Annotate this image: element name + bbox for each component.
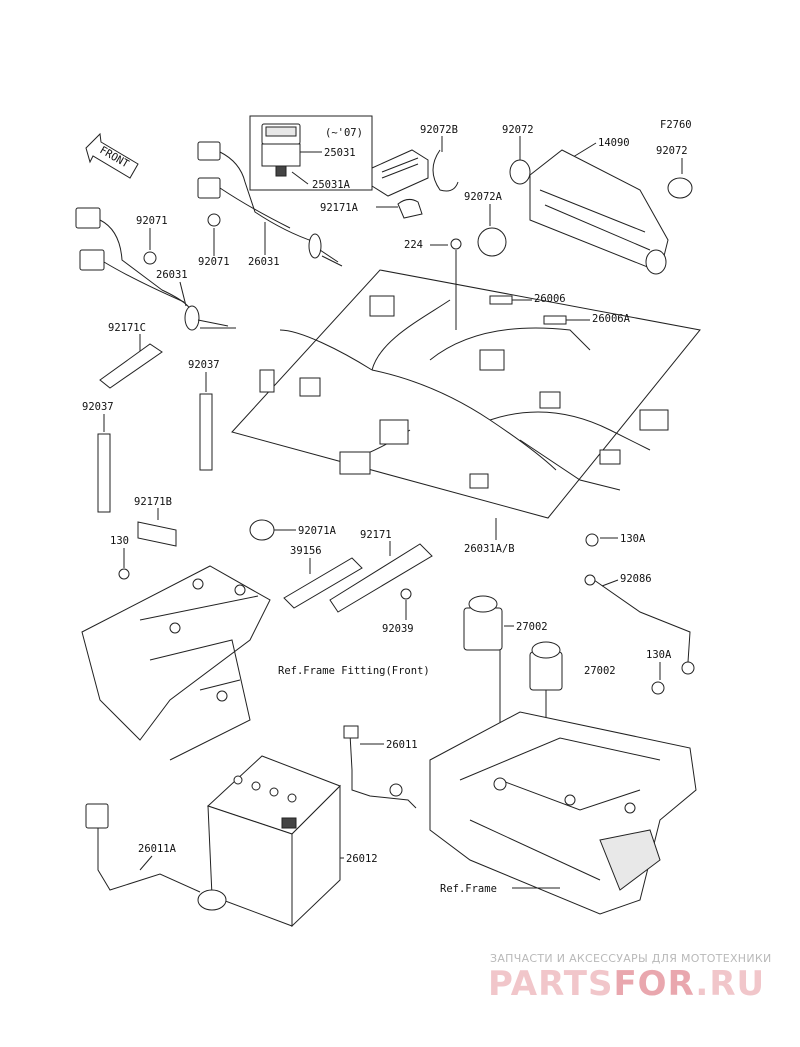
callout-92071-mid: 92071 [198,256,230,268]
callout-92071A: 92071A [298,525,337,537]
tie-92037-mid-part [199,393,213,471]
callout-26011A: 26011A [138,843,177,855]
callout-92072A: 92072A [464,191,503,203]
bracket-92171-part [329,543,433,613]
callout-26031-upper: 26031 [248,256,280,268]
callout-26006A: 26006A [592,313,631,325]
callout-92072B: 92072B [420,124,458,136]
watermark-logo-b: FOR [613,964,696,1004]
main-harness-outline [231,269,701,519]
callout-130A-top: 130A [620,533,646,545]
pad-39156-part [283,557,363,609]
frame-fitting-front-part [81,565,271,761]
callout-27002-left: 27002 [516,621,548,633]
callout-39156: 39156 [290,545,322,557]
bolt-130A-top-part [585,533,599,547]
lead-26011A-part [85,803,227,911]
watermark-logo-a: PARTS [488,964,614,1004]
callout-14090: 14090 [598,137,630,149]
callout-130A-bottom: 130A [646,649,672,661]
callout-92037-mid: 92037 [188,359,220,371]
pin-26006A-part [543,315,567,325]
tie-92037-left-part [97,433,111,513]
callout-92171B: 92171B [134,496,172,508]
callout-92039: 92039 [382,623,414,635]
clamp-92171C-part [99,343,163,389]
relay-92171A-part [371,149,429,219]
ref-frame-fitting-front: Ref.Frame Fitting(Front) [278,665,430,677]
callout-92171: 92171 [360,529,392,541]
band-92072-part [509,159,531,185]
bolt-224-part [450,238,462,250]
front-arrow-icon: FRONT [85,132,139,179]
callout-92171C: 92171C [108,322,146,334]
battery-26012-part [207,755,341,928]
callout-92072-left: 92072 [502,124,534,136]
callout-92071-left: 92071 [136,215,168,227]
callout-92072-right: 92072 [656,145,688,157]
grommet-92071A-part [249,519,275,541]
lead-26011-part [343,725,417,809]
pin-26006-part [489,295,513,305]
clamp-92171B-part [137,521,177,547]
callout-26012: 26012 [346,853,378,865]
watermark-logo-c: .RU [695,964,766,1004]
callout-92171A: 92171A [320,202,359,214]
bolt-130-part [118,568,130,580]
band-92072B-part [432,149,459,192]
callout-92037-left: 92037 [82,401,114,413]
bolt-130A-bottom-part [651,681,665,695]
cover-14090-part [529,149,669,275]
callout-26031-lower: 26031 [156,269,188,281]
callout-25031A: 25031A [312,179,351,191]
harness-26031-upper-part [197,141,343,267]
callout-224: 224 [404,239,423,251]
relay-27002-right-part [529,641,563,691]
callout-26006: 26006 [534,293,566,305]
watermark-logo: PARTSFOR.RU [488,964,765,1004]
callout-25031: 25031 [324,147,356,159]
ref-frame: Ref.Frame [440,883,497,895]
band-92072-right-part [667,177,693,199]
callout-25031-year: (~'07) [325,127,363,139]
main-harness-26031AB-part [259,295,669,491]
callout-26011: 26011 [386,739,418,751]
band-92072A-part [477,227,507,257]
callout-130: 130 [110,535,129,547]
relay-27002-left-part [463,595,503,651]
callout-26031AB: 26031A/B [464,543,515,555]
clip-92039-part [400,588,412,600]
rear-frame-part [429,711,697,915]
watermark-subtitle: ЗАПЧАСТИ И АКСЕССУАРЫ ДЛЯ МОТОТЕХНИКИ [490,952,772,965]
figure-code: F2760 [660,119,692,131]
switch-25031-group [249,115,373,191]
callout-27002-right: 27002 [584,665,616,677]
lead-92086-part [593,579,691,663]
callout-92086: 92086 [620,573,652,585]
harness-26031-lower-part [75,207,236,331]
